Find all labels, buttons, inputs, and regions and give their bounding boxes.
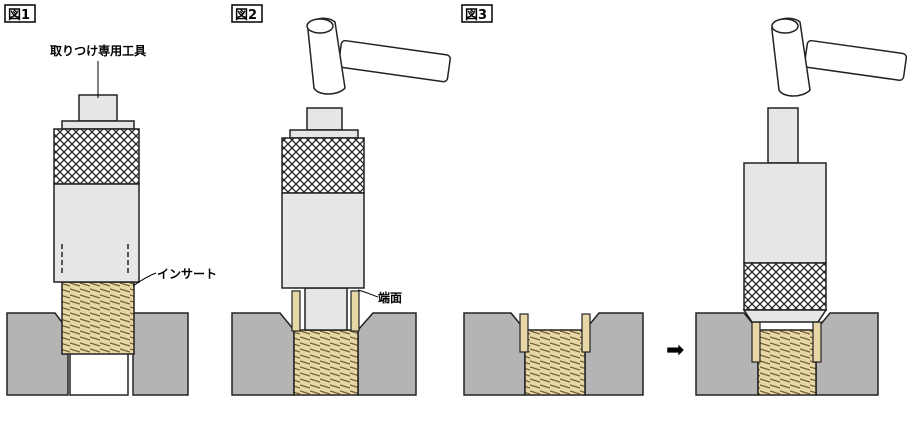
end-face-callout: 端面 [378, 290, 402, 305]
tool-mandrel [767, 107, 799, 164]
insert-end-left [751, 321, 761, 363]
insert-coil [524, 329, 586, 396]
insert-coil [61, 281, 135, 355]
insert-end-right [350, 290, 360, 332]
block-left [6, 312, 69, 396]
figure-3: 図3 ➡ [461, 4, 908, 396]
insert-end-right [581, 313, 591, 353]
insert-callout-line [132, 272, 157, 287]
tool-callout: 取りつけ専用工具 [50, 43, 146, 58]
insert-coil [757, 329, 817, 396]
tool-knurled-grip [743, 262, 827, 311]
tool-body [53, 183, 140, 283]
block-left [231, 312, 295, 396]
figure-1-label: 図1 [8, 8, 30, 23]
hidden-tang-lines [61, 244, 129, 275]
block-right [357, 312, 417, 396]
figure-1-label-box [4, 4, 36, 23]
figure-1: 図1 取りつけ専用工具 インサート [4, 4, 217, 396]
tool-mandrel-tip [304, 287, 348, 331]
figure-3-label-box [461, 4, 493, 23]
block-left [463, 312, 526, 396]
hammer-icon [306, 17, 451, 95]
tool-knurled-grip [281, 137, 365, 194]
tool-collar [289, 129, 359, 139]
tool-knurled-grip [53, 128, 140, 185]
block-right [815, 312, 879, 396]
insert-end-left [291, 290, 301, 332]
block-right [132, 312, 189, 396]
hammer-icon [771, 17, 908, 97]
tool-mandrel [78, 94, 118, 122]
figure-2-label: 図2 [235, 8, 257, 23]
insert-callout: インサート [157, 267, 217, 281]
insert-end-left [519, 313, 529, 353]
block-left [695, 312, 759, 396]
figure-3-label: 図3 [465, 8, 487, 23]
end-face-callout-line [357, 289, 379, 298]
next-step-arrow-icon: ➡ [666, 338, 684, 363]
tool-collar [61, 120, 135, 130]
tool-body [281, 192, 365, 289]
tool-body [743, 162, 827, 264]
insert-coil [293, 329, 359, 396]
insert-end-right [812, 321, 822, 363]
figure-2-label-box [231, 4, 263, 23]
figure-2: 図2 端面 [231, 4, 451, 396]
tool-collar [742, 309, 828, 323]
tool-mandrel [306, 107, 343, 131]
block-right [584, 312, 644, 396]
threaded-hole [69, 351, 129, 396]
